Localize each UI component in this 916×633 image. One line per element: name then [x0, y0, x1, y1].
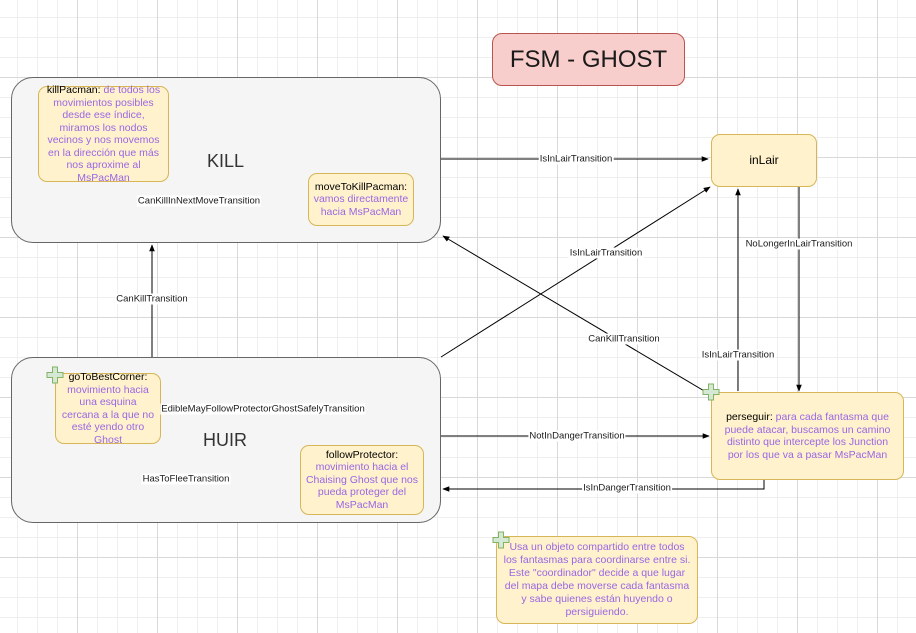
- state-gotobestcorner[interactable]: goToBestCorner:movimiento hacia una esqu…: [55, 371, 161, 446]
- state-followprotector[interactable]: followProtector:movimiento hacia el Chai…: [300, 445, 424, 515]
- plus-icon[interactable]: [492, 531, 510, 549]
- edge-label-perseguir-to-kill: CanKillTransition: [587, 333, 661, 345]
- state-killpacman-desc: de todos los movimientos posibles desde …: [47, 84, 161, 184]
- diagram-title-text: FSM - GHOST: [509, 45, 668, 73]
- edge-label-kill-next-move: CanKillInNextMoveTransition: [136, 195, 262, 207]
- edge-label-kill-to-inlair: IsInLairTransition: [538, 153, 614, 165]
- state-perseguir-name: perseguir:: [726, 411, 773, 423]
- coordinator-note[interactable]: Usa un objeto compartido entre todos los…: [496, 536, 698, 624]
- state-gotobestcorner-desc: movimiento hacia una esquina cercana a l…: [61, 383, 155, 446]
- edge-label-has-to-flee: HasToFleeTransition: [141, 473, 231, 485]
- edge-label-huir-to-inlair: IsInLairTransition: [568, 247, 644, 259]
- edge-perseguir-to-kill: [442, 235, 712, 396]
- plus-icon[interactable]: [702, 383, 720, 401]
- state-killpacman-name: killPacman:: [46, 84, 101, 96]
- state-movetokillpacman-name: moveToKillPacman:: [314, 180, 408, 193]
- edge-perseguir-to-huir: [442, 480, 765, 492]
- edge-label-huir-to-kill: CanKillTransition: [115, 293, 189, 305]
- state-inlair-name: inLair: [749, 153, 779, 168]
- edge-huir-to-inlair: [440, 186, 711, 358]
- plus-icon[interactable]: [46, 366, 64, 384]
- edge-label-edible-follow: EdibleMayFollowProtectorGhostSafelyTrans…: [160, 403, 366, 415]
- edge-label-perseguir-to-inlair: IsInLairTransition: [700, 349, 776, 361]
- state-movetokillpacman[interactable]: moveToKillPacman:vamos directamente haci…: [308, 173, 414, 226]
- edge-label-is-in-danger: IsInDangerTransition: [582, 482, 672, 494]
- diagram-title: FSM - GHOST: [492, 33, 685, 86]
- state-killpacman[interactable]: killPacman: de todos los movimientos pos…: [38, 84, 169, 184]
- state-gotobestcorner-name: goToBestCorner:: [68, 371, 148, 383]
- state-followprotector-desc: movimiento hacia el Chaising Ghost que n…: [305, 461, 419, 511]
- state-perseguir-desc: para cada fantasma que puede atacar, bus…: [724, 411, 891, 461]
- coordinator-note-text: Usa un objeto compartido entre todos los…: [503, 541, 691, 618]
- edge-label-no-longer-in-lair: NoLongerInLairTransition: [744, 238, 854, 250]
- state-followprotector-name: followProtector:: [325, 448, 399, 461]
- state-perseguir[interactable]: perseguir: para cada fantasma que puede …: [711, 392, 904, 480]
- edge-label-not-in-danger: NotInDangerTransition: [528, 430, 626, 442]
- kill-group-label: KILL: [207, 151, 245, 171]
- huir-group-label: HUIR: [203, 430, 247, 450]
- state-inlair[interactable]: inLair: [711, 134, 817, 187]
- state-movetokillpacman-desc: vamos directamente hacia MsPacMan: [313, 193, 409, 218]
